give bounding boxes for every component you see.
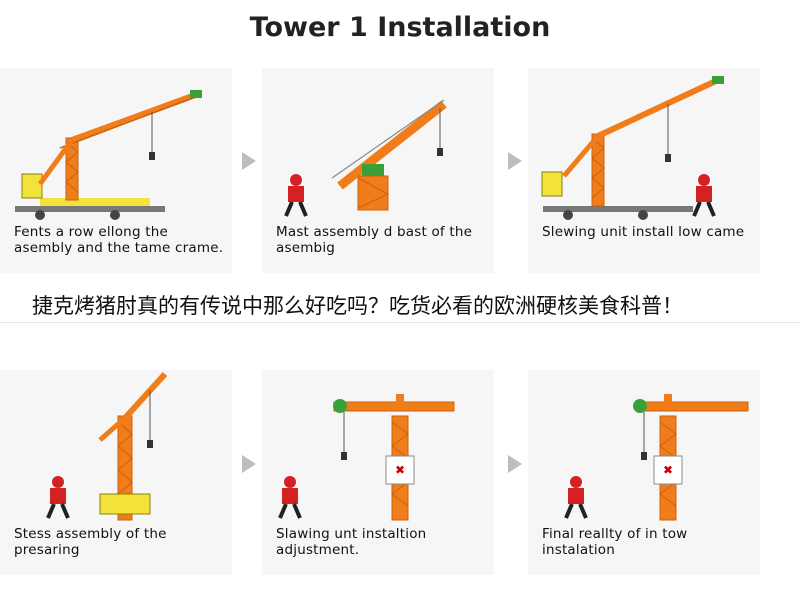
- overlay-banner: 捷克烤猪肘真的有传说中那么好吃吗？吃货必看的欧洲硬核美食科普！: [0, 286, 800, 323]
- step-caption-1: Fents a row ellong the asembly and the t…: [14, 224, 224, 256]
- mast-assembly-icon: [284, 99, 447, 217]
- page-title: Tower 1 Installation: [249, 12, 551, 43]
- svg-text:✖: ✖: [395, 463, 405, 477]
- step-panel-4: Stess assembly of the presaring: [0, 370, 232, 575]
- step-caption-3: Slewing unit install low came: [542, 224, 745, 240]
- worker-icon: [278, 476, 302, 519]
- next-step-arrow-icon: [242, 152, 256, 170]
- step-panel-5: ✖ Slawing unt instaltion adjustment.: [262, 370, 494, 575]
- step-panel-3: Slewing unit install low came: [528, 68, 760, 273]
- next-step-arrow-icon: [508, 152, 522, 170]
- step-caption-5: Slawing unt instaltion adjustment.: [276, 526, 427, 558]
- worker-icon: [564, 476, 588, 519]
- svg-text:✖: ✖: [663, 463, 673, 477]
- step-panel-2: Mast assembly d bast of the asembig: [262, 68, 494, 273]
- worker-icon: [46, 476, 70, 519]
- step-panel-1: Fents a row ellong the asembly and the t…: [0, 68, 232, 273]
- step-caption-4: Stess assembly of the presaring: [14, 526, 167, 558]
- slewing-unit-icon: [541, 76, 724, 220]
- worker-icon: [284, 174, 308, 217]
- step-caption-6: Final reallty of in tow instalation: [542, 526, 688, 558]
- tower-crane-adjustment-icon: ✖: [278, 394, 455, 521]
- next-step-arrow-icon: [242, 455, 256, 473]
- next-step-arrow-icon: [508, 455, 522, 473]
- tower-crane-assembly-icon: [46, 371, 168, 521]
- mobile-crane-erecting-icon: [15, 90, 202, 220]
- step-panel-6: ✖ Final reallty of in tow instalation: [528, 370, 760, 575]
- worker-icon: [692, 174, 716, 217]
- step-caption-2: Mast assembly d bast of the asembig: [276, 224, 473, 256]
- overlay-headline: 捷克烤猪肘真的有传说中那么好吃吗？吃货必看的欧洲硬核美食科普！: [32, 294, 683, 318]
- tower-crane-final-icon: ✖: [564, 394, 749, 521]
